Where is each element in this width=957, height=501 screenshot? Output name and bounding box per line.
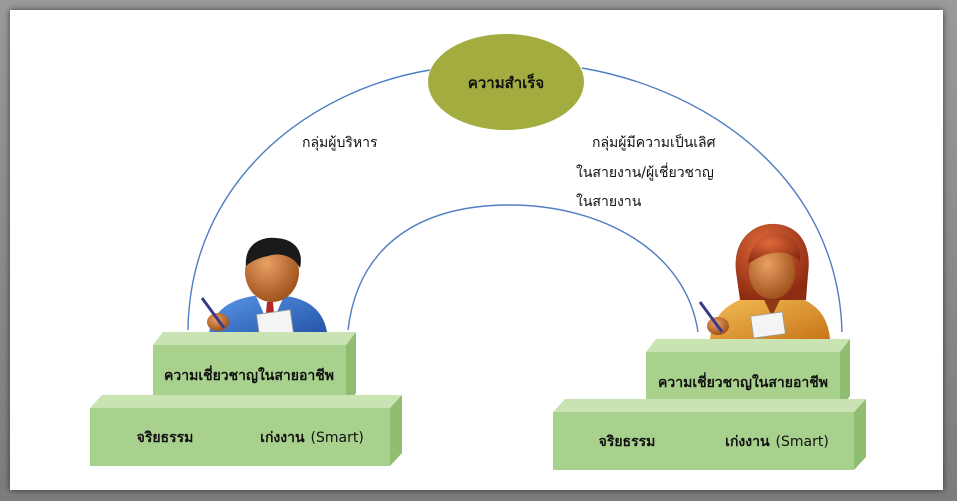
right-top-box <box>646 339 850 409</box>
right-bottom-right-box <box>700 399 866 470</box>
diagram-canvas: ความสำเร็จ กลุ่มผู้บริหาร กลุ่มผู้มีความ… <box>10 10 943 490</box>
right-path-label-line1: กลุ่มผู้มีความเป็นเลิศ <box>592 133 716 151</box>
diagram-svg: ความสำเร็จ กลุ่มผู้บริหาร กลุ่มผู้มีความ… <box>90 34 866 470</box>
left-path-label: กลุ่มผู้บริหาร <box>302 135 378 151</box>
right-path-label-line3: ในสายงาน <box>576 193 642 210</box>
right-top-box-label: ความเชี่ยวชาญในสายอาชีพ <box>658 372 828 391</box>
right-bottom-left-label: จริยธรรม <box>599 434 656 450</box>
goal-label: ความสำเร็จ <box>468 73 544 92</box>
left-bottom-right-label: เก่งงาน(Smart) <box>260 430 364 446</box>
left-bottom-left-label: จริยธรรม <box>137 430 194 446</box>
outer-arc <box>187 67 843 333</box>
inner-arc <box>347 204 699 333</box>
left-bottom-right-box <box>236 395 402 466</box>
right-path-label-line2: ในสายงาน/ผู้เชี่ยวชาญ <box>576 163 714 181</box>
businesswoman-icon <box>698 223 830 340</box>
businessman-icon <box>200 237 328 340</box>
right-bottom-right-label: เก่งงาน(Smart) <box>725 434 829 450</box>
left-top-box-label: ความเชี่ยวชาญในสายอาชีพ <box>164 365 334 384</box>
goal-ellipse <box>428 34 584 130</box>
